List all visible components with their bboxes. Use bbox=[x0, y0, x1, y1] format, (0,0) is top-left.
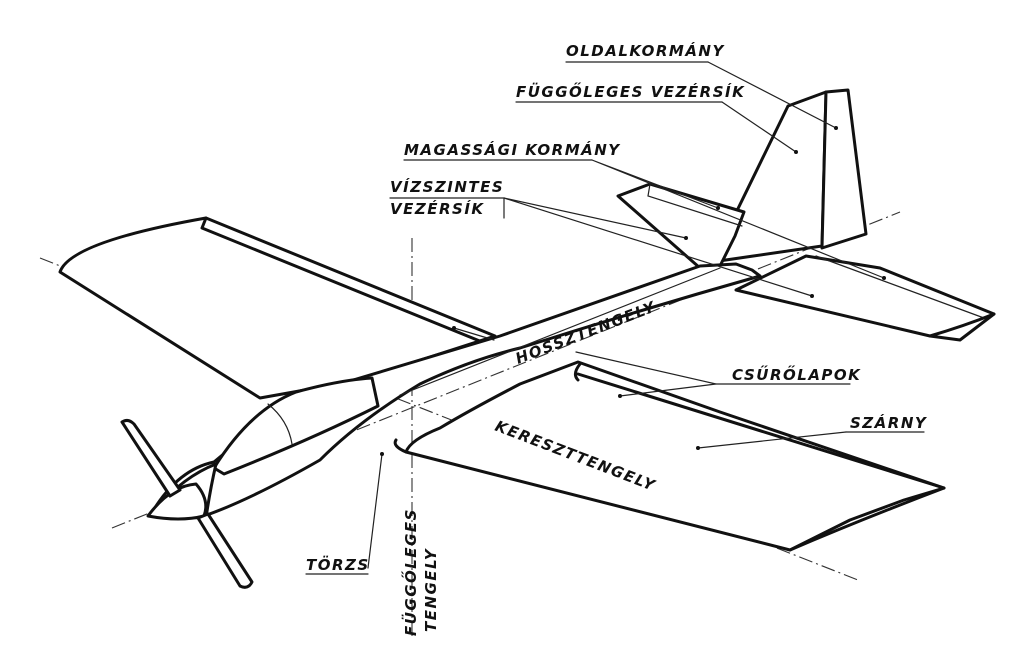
dot-right-stabilizer bbox=[810, 294, 814, 298]
right-wing bbox=[404, 360, 946, 552]
leader-vizszintes-vezersik bbox=[503, 197, 813, 297]
propeller-upper-blade bbox=[120, 418, 182, 498]
leader-fuggoleges-vezersik bbox=[721, 101, 797, 153]
label-magassagi-kormany: MAGASSÁGI KORMÁNY bbox=[404, 140, 621, 159]
leader-hossztengely bbox=[453, 327, 495, 341]
right-elevator-tip bbox=[928, 312, 996, 338]
label-csurolapok: CSŰRŐLAPOK bbox=[732, 364, 861, 384]
dot-vertical-stabilizer bbox=[794, 150, 798, 154]
right-aileron bbox=[576, 372, 946, 490]
dot-right-aileron bbox=[618, 394, 622, 398]
leader-oldalkormany bbox=[707, 61, 837, 129]
label-fuggoleges-tengely-line2: TENGELY bbox=[422, 547, 440, 632]
right-aileron-root bbox=[573, 362, 582, 382]
label-torzs: TÖRZS bbox=[306, 555, 370, 574]
leader-csurolapok bbox=[575, 351, 717, 397]
dot-left-aileron bbox=[452, 326, 456, 330]
label-vizszintes-line1: VÍZSZINTES bbox=[390, 177, 504, 196]
dot-rudder bbox=[834, 126, 838, 130]
right-elevator-hinge bbox=[815, 255, 985, 319]
label-vizszintes-line2: VEZÉRSÍK bbox=[390, 199, 485, 218]
label-fuggoleges-vezersik: FÜGGŐLEGES VEZÉRSÍK bbox=[516, 81, 745, 101]
leader-torzs bbox=[367, 453, 383, 569]
leader-szarny bbox=[697, 431, 847, 449]
dot-right-elevator bbox=[882, 276, 886, 280]
dot-wing bbox=[696, 446, 700, 450]
label-fuggoleges-tengely-line1: FÜGGŐLEGES bbox=[400, 508, 420, 636]
underline-vizszintes bbox=[389, 197, 505, 219]
dot-left-elevator bbox=[716, 206, 720, 210]
rudder bbox=[820, 88, 868, 250]
propeller-lower-blade bbox=[196, 512, 254, 589]
leader-magassagi-kormany bbox=[591, 159, 885, 279]
dot-left-stabilizer bbox=[684, 236, 688, 240]
left-elevator-hinge bbox=[647, 183, 743, 227]
right-wingtip bbox=[788, 486, 946, 552]
left-aileron bbox=[200, 216, 494, 348]
canopy bbox=[212, 376, 380, 476]
label-szarny: SZÁRNY bbox=[850, 413, 928, 432]
right-wing-root bbox=[393, 438, 408, 454]
label-oldalkormany: OLDALKORMÁNY bbox=[566, 41, 725, 60]
fuselage-centerline bbox=[399, 267, 721, 396]
longitudinal-axis bbox=[111, 211, 901, 529]
canopy-frame bbox=[267, 403, 293, 445]
dot-fuselage bbox=[380, 452, 384, 456]
